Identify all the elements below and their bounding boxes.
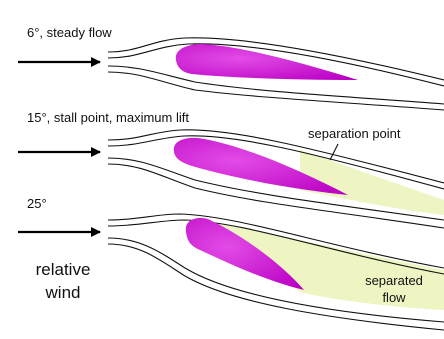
- separated-flow-line1: separated: [356, 272, 432, 289]
- separation-point-leader: [330, 144, 338, 160]
- separation-point-label: separation point: [308, 126, 401, 141]
- separated-flow-label: separated flow: [356, 272, 432, 306]
- angle-label-15: 15°, stall point, maximum lift: [27, 110, 189, 125]
- separated-flow-line2: flow: [356, 289, 432, 306]
- angle-label-6: 6°, steady flow: [27, 25, 112, 40]
- relative-wind-label: relative wind: [28, 258, 98, 304]
- panel-stall-point: [18, 130, 444, 228]
- relative-wind-line2: wind: [28, 281, 98, 304]
- panel-steady-flow: [18, 38, 444, 110]
- angle-label-25: 25°: [27, 196, 47, 211]
- relative-wind-line1: relative: [28, 258, 98, 281]
